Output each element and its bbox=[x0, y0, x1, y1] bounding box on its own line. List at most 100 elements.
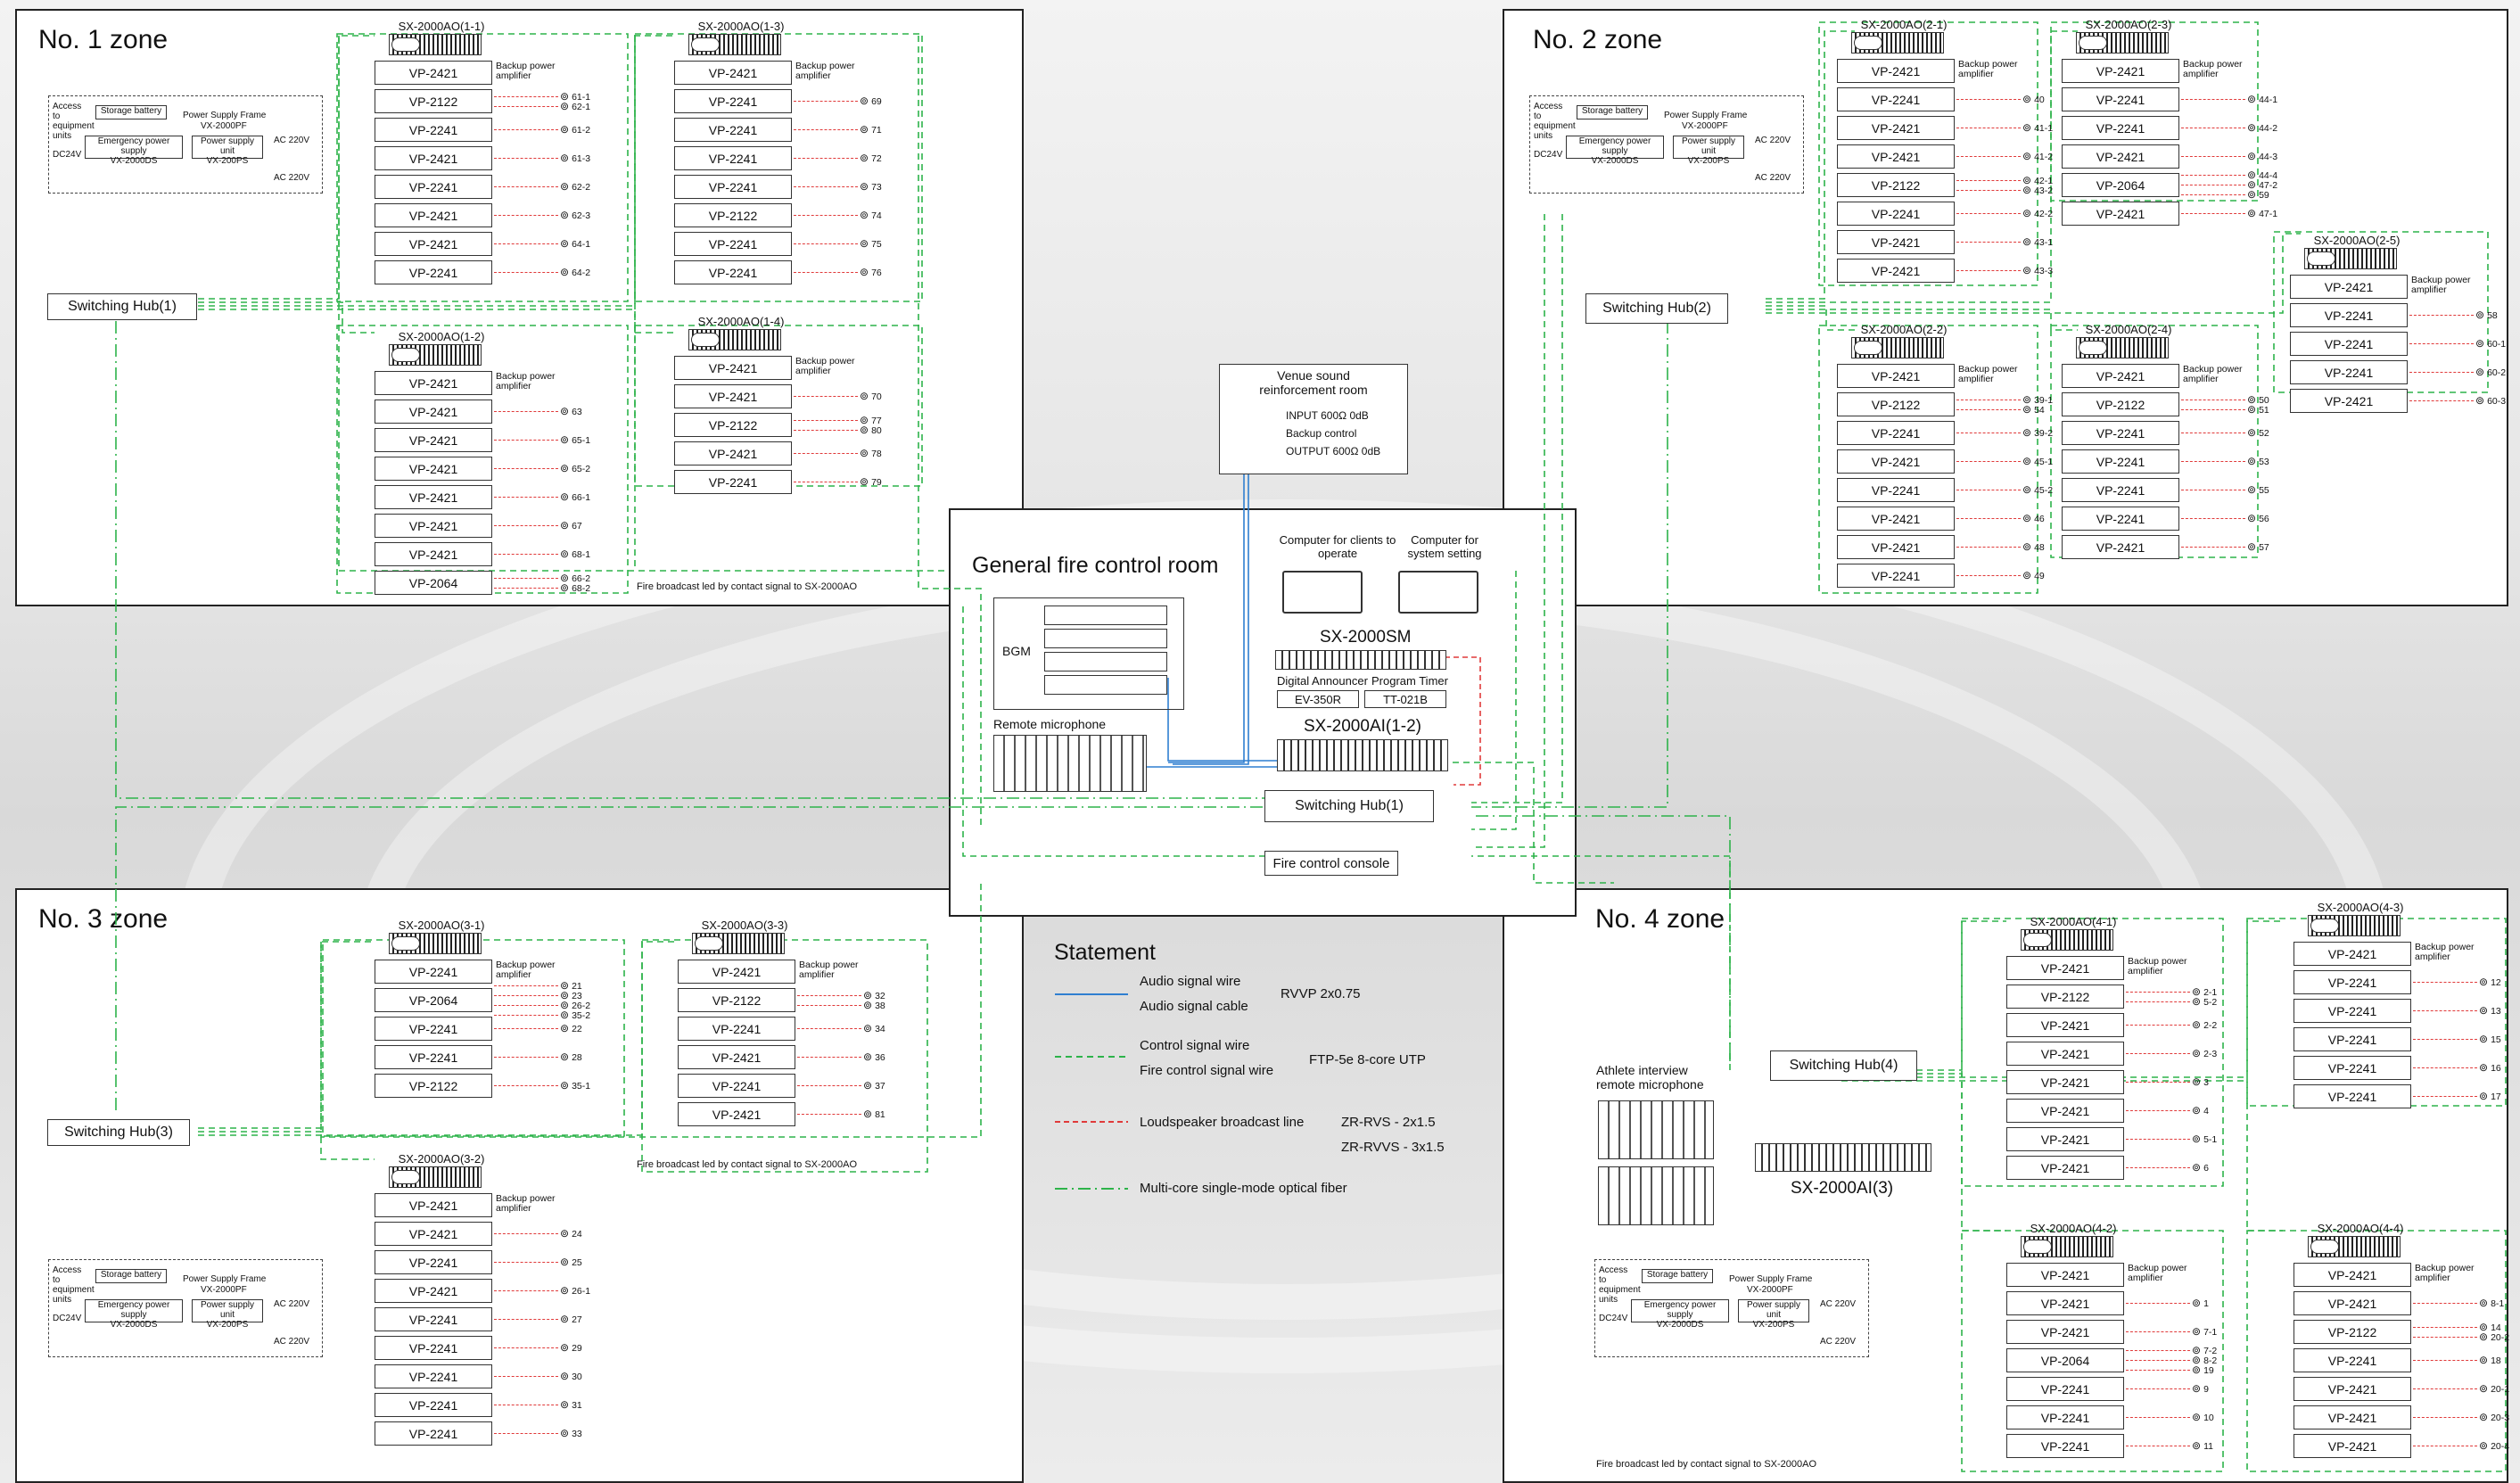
amplifier-box[interactable]: VP-2421 bbox=[678, 1102, 795, 1126]
control-switching-hub-1[interactable]: Switching Hub(1) bbox=[1264, 790, 1434, 822]
amplifier-box[interactable]: VP-2122 bbox=[1837, 392, 1955, 416]
amplifier-box[interactable]: VP-2421 bbox=[375, 1193, 492, 1217]
tt021b-device[interactable]: TT-021B bbox=[1364, 690, 1446, 708]
amplifier-box[interactable]: VP-2421 bbox=[2006, 1099, 2124, 1123]
amplifier-box[interactable]: VP-2421 bbox=[1837, 507, 1955, 531]
amplifier-box[interactable]: VP-2122 bbox=[678, 988, 795, 1012]
amplifier-box[interactable]: VP-2241 bbox=[375, 260, 492, 284]
amplifier-box[interactable]: VP-2241 bbox=[2290, 360, 2408, 384]
amplifier-box[interactable]: VP-2122 bbox=[375, 89, 492, 113]
amplifier-box[interactable]: VP-2241 bbox=[2062, 507, 2179, 531]
amplifier-box[interactable]: VP-2241 bbox=[674, 470, 792, 494]
amplifier-box[interactable]: VP-2241 bbox=[674, 260, 792, 284]
amplifier-box[interactable]: VP-2421 bbox=[2062, 144, 2179, 169]
amplifier-box[interactable]: VP-2421 bbox=[375, 371, 492, 395]
amplifier-box[interactable]: VP-2122 bbox=[2006, 985, 2124, 1009]
amplifier-box[interactable]: VP-2421 bbox=[678, 1045, 795, 1069]
amplifier-box[interactable]: VP-2421 bbox=[1837, 364, 1955, 388]
amplifier-box[interactable]: VP-2241 bbox=[375, 1045, 492, 1069]
amplifier-box[interactable]: VP-2241 bbox=[375, 960, 492, 984]
amplifier-box[interactable]: VP-2421 bbox=[2294, 1291, 2411, 1315]
amplifier-box[interactable]: VP-2421 bbox=[375, 542, 492, 566]
amplifier-box[interactable]: VP-2241 bbox=[375, 1017, 492, 1041]
amplifier-box[interactable]: VP-2421 bbox=[674, 384, 792, 408]
amplifier-box[interactable]: VP-2064 bbox=[2062, 173, 2179, 197]
amplifier-box[interactable]: VP-2241 bbox=[1837, 478, 1955, 502]
amplifier-box[interactable]: VP-2241 bbox=[375, 1393, 492, 1417]
amplifier-box[interactable]: VP-2421 bbox=[1837, 230, 1955, 254]
switching-hub-1[interactable]: Switching Hub(1) bbox=[47, 293, 197, 320]
amplifier-box[interactable]: VP-2241 bbox=[2062, 116, 2179, 140]
amplifier-box[interactable]: VP-2421 bbox=[375, 1222, 492, 1246]
amplifier-box[interactable]: VP-2241 bbox=[674, 118, 792, 142]
amplifier-box[interactable]: VP-2421 bbox=[2062, 202, 2179, 226]
amplifier-box[interactable]: VP-2241 bbox=[375, 1307, 492, 1331]
amplifier-box[interactable]: VP-2421 bbox=[2006, 1263, 2124, 1287]
amplifier-box[interactable]: VP-2421 bbox=[375, 514, 492, 538]
amplifier-box[interactable]: VP-2064 bbox=[375, 571, 492, 595]
amplifier-box[interactable]: VP-2421 bbox=[375, 1279, 492, 1303]
amplifier-box[interactable]: VP-2421 bbox=[2006, 1013, 2124, 1037]
amplifier-box[interactable]: VP-2421 bbox=[2294, 1434, 2411, 1458]
amplifier-box[interactable]: VP-2421 bbox=[2062, 59, 2179, 83]
amplifier-box[interactable]: VP-2421 bbox=[2290, 275, 2408, 299]
amplifier-box[interactable]: VP-2241 bbox=[1837, 202, 1955, 226]
amplifier-box[interactable]: VP-2421 bbox=[1837, 449, 1955, 474]
amplifier-box[interactable]: VP-2241 bbox=[2294, 1348, 2411, 1372]
amplifier-box[interactable]: VP-2064 bbox=[375, 988, 492, 1012]
amplifier-box[interactable]: VP-2421 bbox=[375, 400, 492, 424]
amplifier-box[interactable]: VP-2241 bbox=[375, 1250, 492, 1274]
amplifier-box[interactable]: VP-2064 bbox=[2006, 1348, 2124, 1372]
amplifier-box[interactable]: VP-2241 bbox=[2006, 1405, 2124, 1429]
ev350r-device[interactable]: EV-350R bbox=[1277, 690, 1359, 708]
amplifier-box[interactable]: VP-2241 bbox=[2294, 1056, 2411, 1080]
switching-hub-2[interactable]: Switching Hub(2) bbox=[1585, 293, 1728, 324]
amplifier-box[interactable]: VP-2421 bbox=[2006, 1042, 2124, 1066]
amplifier-box[interactable]: VP-2421 bbox=[1837, 259, 1955, 283]
amplifier-box[interactable]: VP-2421 bbox=[2294, 942, 2411, 966]
amplifier-box[interactable]: VP-2421 bbox=[2290, 389, 2408, 413]
amplifier-box[interactable]: VP-2421 bbox=[2006, 1070, 2124, 1094]
amplifier-box[interactable]: VP-2421 bbox=[674, 61, 792, 85]
amplifier-box[interactable]: VP-2421 bbox=[674, 441, 792, 465]
amplifier-box[interactable]: VP-2421 bbox=[375, 232, 492, 256]
amplifier-box[interactable]: VP-2241 bbox=[674, 146, 792, 170]
switching-hub-4[interactable]: Switching Hub(4) bbox=[1770, 1050, 1917, 1081]
amplifier-box[interactable]: VP-2241 bbox=[2006, 1377, 2124, 1401]
amplifier-box[interactable]: VP-2241 bbox=[375, 1364, 492, 1388]
amplifier-box[interactable]: VP-2241 bbox=[674, 232, 792, 256]
amplifier-box[interactable]: VP-2241 bbox=[375, 1421, 492, 1446]
amplifier-box[interactable]: VP-2241 bbox=[2294, 970, 2411, 994]
amplifier-box[interactable]: VP-2241 bbox=[674, 89, 792, 113]
amplifier-box[interactable]: VP-2421 bbox=[1837, 59, 1955, 83]
amplifier-box[interactable]: VP-2421 bbox=[375, 428, 492, 452]
amplifier-box[interactable]: VP-2421 bbox=[678, 960, 795, 984]
amplifier-box[interactable]: VP-2241 bbox=[2290, 332, 2408, 356]
amplifier-box[interactable]: VP-2421 bbox=[674, 356, 792, 380]
amplifier-box[interactable]: VP-2241 bbox=[674, 175, 792, 199]
switching-hub-3[interactable]: Switching Hub(3) bbox=[47, 1119, 190, 1146]
amplifier-box[interactable]: VP-2241 bbox=[375, 175, 492, 199]
amplifier-box[interactable]: VP-2241 bbox=[1837, 564, 1955, 588]
amplifier-box[interactable]: VP-2241 bbox=[375, 118, 492, 142]
amplifier-box[interactable]: VP-2241 bbox=[375, 1336, 492, 1360]
amplifier-box[interactable]: VP-2122 bbox=[375, 1074, 492, 1098]
amplifier-box[interactable]: VP-2421 bbox=[375, 457, 492, 481]
amplifier-box[interactable]: VP-2241 bbox=[1837, 421, 1955, 445]
amplifier-box[interactable]: VP-2421 bbox=[2062, 535, 2179, 559]
amplifier-box[interactable]: VP-2421 bbox=[1837, 535, 1955, 559]
amplifier-box[interactable]: VP-2241 bbox=[2006, 1434, 2124, 1458]
amplifier-box[interactable]: VP-2421 bbox=[2294, 1377, 2411, 1401]
amplifier-box[interactable]: VP-2421 bbox=[2294, 1405, 2411, 1429]
amplifier-box[interactable]: VP-2421 bbox=[2062, 364, 2179, 388]
amplifier-box[interactable]: VP-2421 bbox=[1837, 116, 1955, 140]
amplifier-box[interactable]: VP-2421 bbox=[2006, 1156, 2124, 1180]
amplifier-box[interactable]: VP-2241 bbox=[1837, 87, 1955, 111]
amplifier-box[interactable]: VP-2421 bbox=[1837, 144, 1955, 169]
amplifier-box[interactable]: VP-2421 bbox=[2294, 1263, 2411, 1287]
amplifier-box[interactable]: VP-2421 bbox=[375, 485, 492, 509]
amplifier-box[interactable]: VP-2241 bbox=[678, 1074, 795, 1098]
amplifier-box[interactable]: VP-2421 bbox=[2006, 956, 2124, 980]
amplifier-box[interactable]: VP-2241 bbox=[2062, 478, 2179, 502]
amplifier-box[interactable]: VP-2241 bbox=[2062, 449, 2179, 474]
